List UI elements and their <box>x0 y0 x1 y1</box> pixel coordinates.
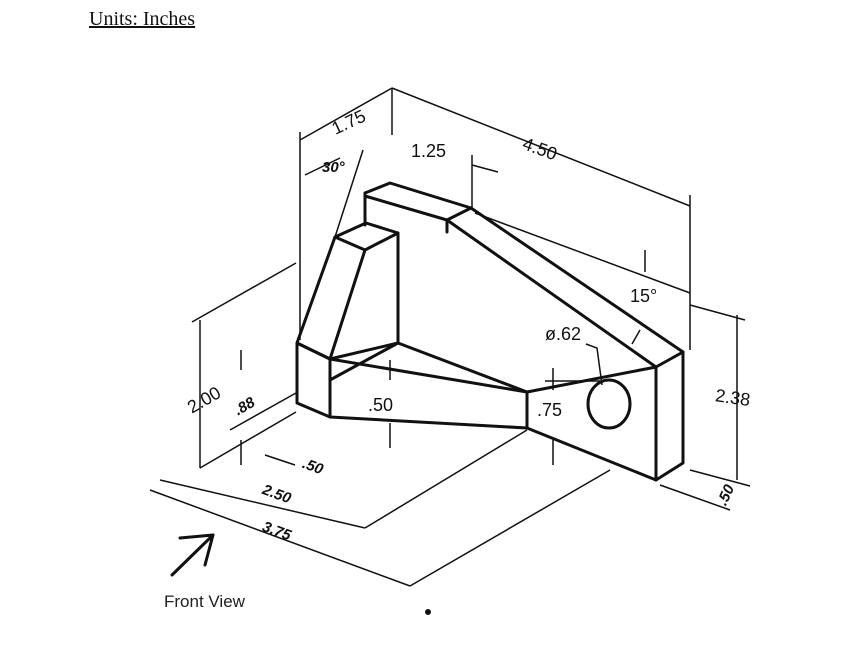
dimension-lines <box>149 87 751 587</box>
part-outline <box>295 181 685 482</box>
dim-1-75: 1.75 <box>329 106 369 139</box>
right-upright-face <box>525 365 658 482</box>
dot-mark <box>425 609 431 615</box>
units-label: Units: Inches <box>89 8 196 30</box>
dim-2-38: 2.38 <box>714 385 751 410</box>
hole <box>586 378 632 430</box>
dim-75: .75 <box>537 400 562 420</box>
sloped-arm-bottom <box>445 218 658 369</box>
dim-88: .88 <box>231 394 258 419</box>
front-view-arrow <box>170 533 215 577</box>
dim-hole-diameter: ø.62 <box>545 324 581 344</box>
dim-15-deg: 15° <box>630 286 657 306</box>
dim-50-right: .50 <box>714 481 738 508</box>
dim-2-50: 2.50 <box>259 481 294 508</box>
top-block <box>363 181 473 222</box>
sloped-arm-top <box>469 206 685 354</box>
dim-4-50: 4.50 <box>520 134 560 165</box>
dim-50-base: .50 <box>300 455 326 478</box>
dim-3-75: 3.75 <box>260 518 294 544</box>
web <box>396 341 529 394</box>
dim-50-mid: .50 <box>368 395 393 415</box>
dim-1-25: 1.25 <box>411 141 446 161</box>
front-view-label: Front View <box>164 592 245 611</box>
dim-2-00: 2.00 <box>184 383 224 418</box>
dim-30-deg: 30° <box>322 159 346 176</box>
